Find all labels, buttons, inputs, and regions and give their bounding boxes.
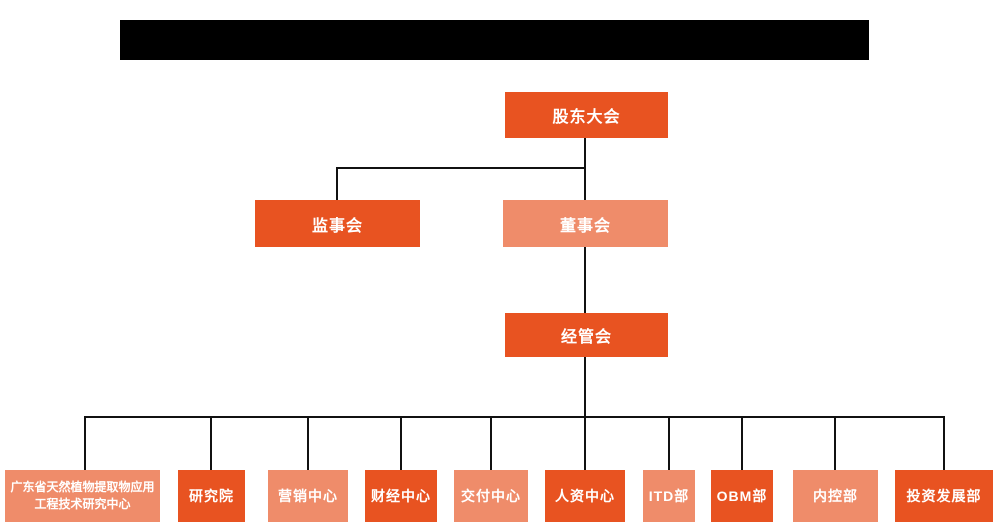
node-dept-investment-development: 投资发展部 [895, 470, 993, 522]
node-dept-guangdong-research-center: 广东省天然植物提取物应用工程技术研究中心 [5, 470, 160, 522]
node-dept-delivery-center: 交付中心 [454, 470, 528, 522]
node-dept-hr-center: 人资中心 [545, 470, 625, 522]
node-dept-marketing-center: 营销中心 [268, 470, 348, 522]
node-dept-internal-control: 内控部 [793, 470, 878, 522]
connector-rail-horizontal [84, 416, 945, 418]
connector-drop-dept-5 [490, 417, 492, 470]
node-supervisory-board: 监事会 [255, 200, 420, 247]
connector-drop-dept-8 [741, 417, 743, 470]
connector-drop-dept-9 [834, 417, 836, 470]
connector-drop-dept-3 [307, 417, 309, 470]
connector-drop-dept-4 [400, 417, 402, 470]
connector-drop-dept-10 [943, 417, 945, 470]
connector-to-supervisory [336, 167, 338, 200]
connector-root-to-board [584, 138, 586, 200]
node-dept-obm: OBM部 [711, 470, 773, 522]
connector-management-to-rail [584, 356, 586, 470]
node-dept-research-institute: 研究院 [178, 470, 245, 522]
node-shareholders-meeting: 股东大会 [505, 92, 668, 138]
node-dept-finance-center: 财经中心 [365, 470, 437, 522]
redacted-title-bar [120, 20, 869, 60]
connector-drop-dept-7 [668, 417, 670, 470]
connector-board-to-management [584, 247, 586, 313]
connector-drop-dept-2 [210, 417, 212, 470]
node-board-of-directors: 董事会 [503, 200, 668, 247]
connector-drop-dept-1 [84, 417, 86, 470]
node-dept-itd: ITD部 [643, 470, 695, 522]
connector-branch-horizontal [336, 167, 586, 169]
node-management-committee: 经管会 [505, 313, 668, 357]
